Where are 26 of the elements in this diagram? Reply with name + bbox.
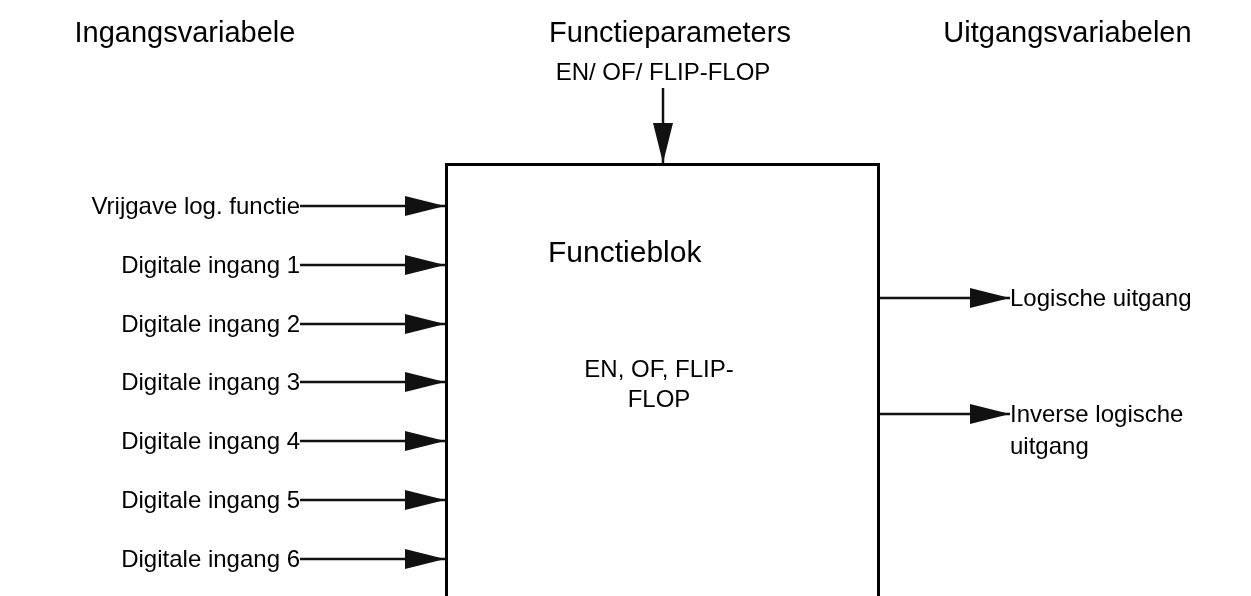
arrow xyxy=(880,288,1010,308)
function-block xyxy=(445,163,880,596)
signal-label: Digitale ingang 1 xyxy=(0,249,300,281)
signal-label: Inverse logische uitgang xyxy=(1010,398,1240,462)
block-description: EN, OF, FLIP-FLOP xyxy=(584,354,734,414)
arrow xyxy=(300,196,445,216)
signal-label: Digitale ingang 2 xyxy=(0,308,300,340)
signal-label: Digitale ingang 4 xyxy=(0,425,300,457)
arrow xyxy=(300,549,445,569)
signal-label: Digitale ingang 6 xyxy=(0,543,300,575)
block-title: Functieblok xyxy=(548,234,702,270)
column-heading: Functieparameters xyxy=(548,15,792,50)
arrow xyxy=(300,431,445,451)
signal-label: Vrijgave log. functie xyxy=(0,190,300,222)
signal-label: EN/ OF/ FLIP-FLOP xyxy=(513,56,813,88)
arrow xyxy=(300,314,445,334)
arrow xyxy=(300,372,445,392)
signal-label: Digitale ingang 3 xyxy=(0,366,300,398)
arrow xyxy=(653,88,673,163)
column-heading: Ingangsvariabele xyxy=(73,15,297,50)
arrow xyxy=(300,255,445,275)
arrow xyxy=(880,404,1010,424)
arrow xyxy=(300,490,445,510)
column-heading: Uitgangsvariabelen xyxy=(942,15,1193,50)
signal-label: Digitale ingang 5 xyxy=(0,484,300,516)
signal-label: Logische uitgang xyxy=(1010,282,1250,314)
